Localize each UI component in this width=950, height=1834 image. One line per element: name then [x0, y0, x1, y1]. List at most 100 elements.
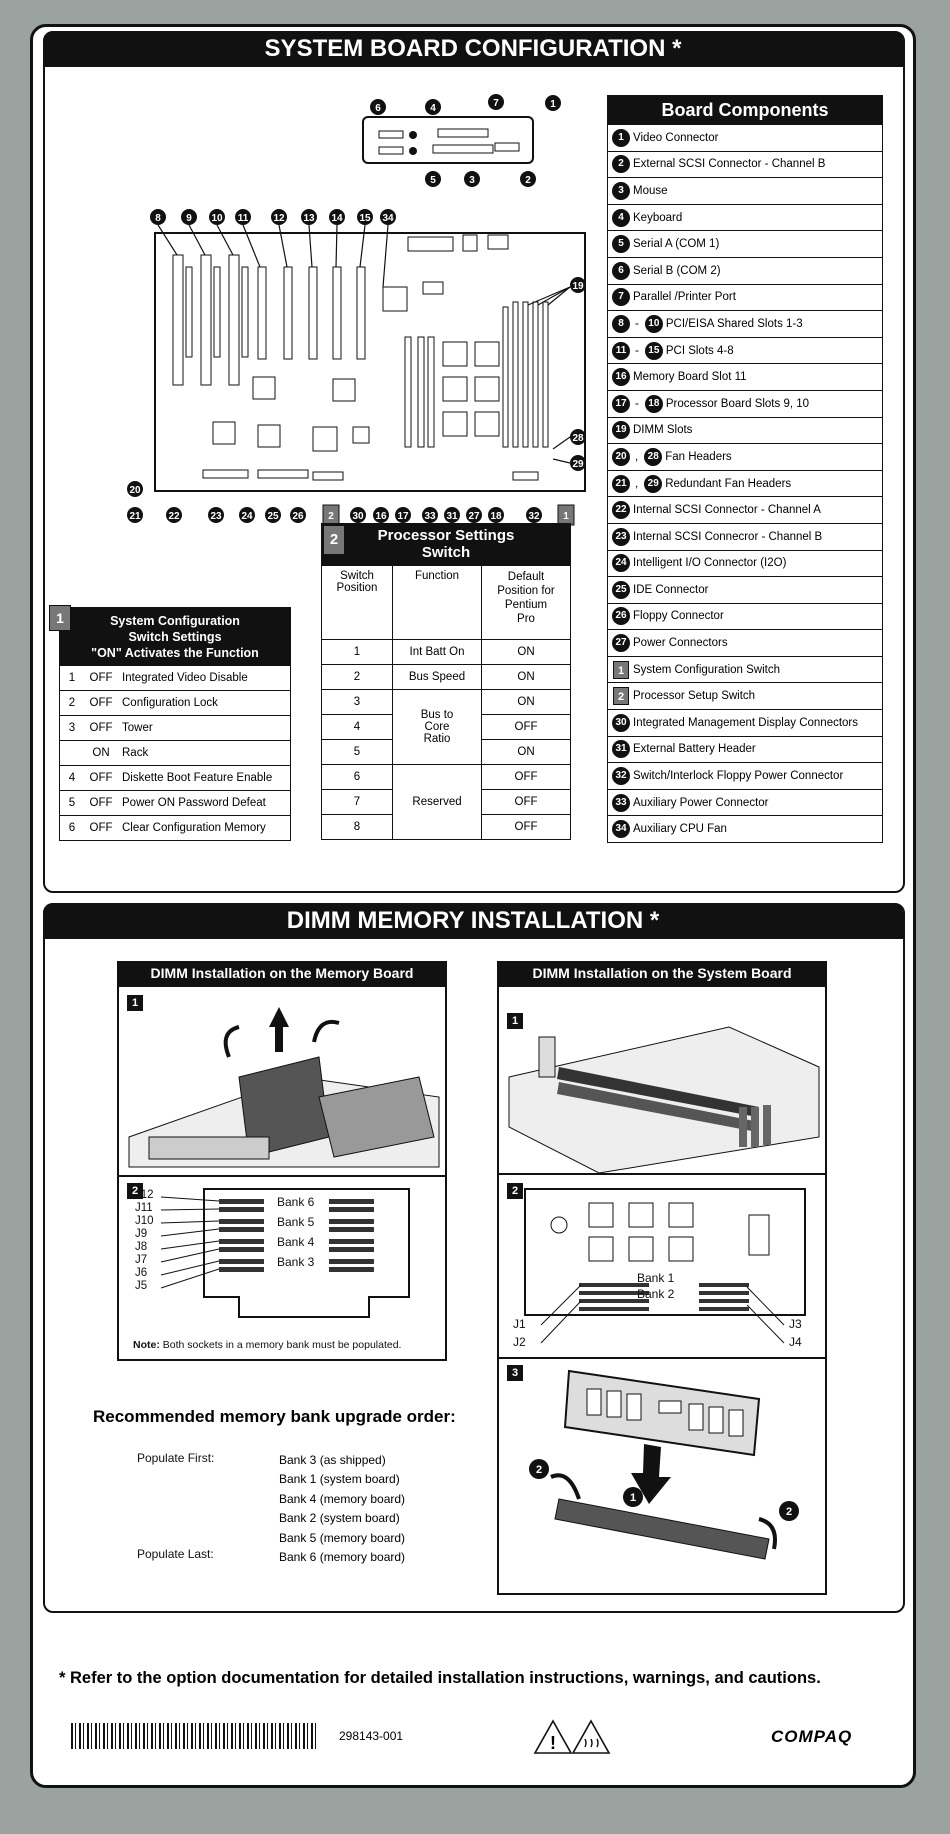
- barcode: [71, 1723, 319, 1749]
- component-sep: -: [635, 317, 639, 330]
- component-number: 32: [612, 767, 630, 786]
- step3-callout-a: 2: [536, 1464, 542, 1476]
- mem-j-label: J8: [135, 1241, 148, 1253]
- upgrade-bank: Bank 2 (system board): [279, 1511, 400, 1526]
- component-number: 29: [644, 474, 663, 493]
- system-board-diagram: 6 4 7 1 5 3 2 8 9 10 11 12 13 14 15 34 1…: [127, 94, 586, 526]
- svg-text:18: 18: [490, 511, 502, 522]
- proc-bus-ratio-line: Ratio: [423, 733, 451, 745]
- component-label: Power Connectors: [633, 637, 728, 650]
- component-label: Processor Board Slots 9, 10: [665, 397, 810, 410]
- mem-note: Note: Both sockets in a memory bank must…: [133, 1339, 401, 1351]
- svg-text:12: 12: [273, 213, 285, 224]
- component-label: PCI Slots 4-8: [665, 344, 734, 357]
- callout-31: 31: [444, 507, 460, 523]
- callout-sq2: 2: [322, 504, 340, 526]
- callout-27: 27: [466, 507, 482, 523]
- callout-26: 26: [290, 507, 306, 523]
- proc-col3-l1: Default: [507, 571, 545, 583]
- mem-j-label: J10: [135, 1215, 154, 1227]
- mem-bank-label: Bank 6: [277, 1195, 315, 1209]
- callout-23: 23: [208, 507, 224, 523]
- proc-pos: 6: [321, 764, 393, 790]
- component-number: 8: [612, 314, 630, 333]
- component-label: Serial A (COM 1): [633, 238, 720, 251]
- callout-8: 8: [150, 209, 166, 225]
- svg-text:8: 8: [155, 213, 161, 224]
- mem-bank-label: Bank 4: [277, 1235, 315, 1249]
- sys-board-panel: 1 2 Bank 1 Bank 2 J1 J2 J3 J4 3: [497, 985, 827, 1595]
- component-label: Auxiliary Power Connector: [633, 796, 769, 809]
- component-label: Internal SCSI Connector - Channel A: [633, 504, 821, 517]
- warning-icon: !: [533, 1719, 611, 1754]
- component-number: 7: [612, 288, 630, 307]
- system-board-title: SYSTEM BOARD CONFIGURATION *: [43, 31, 903, 67]
- svg-text:26: 26: [292, 511, 304, 522]
- compaq-logo: COMPAQ: [771, 1727, 853, 1746]
- mem-j-label: J11: [135, 1202, 153, 1214]
- proc-pos: 8: [321, 814, 393, 840]
- callout-24: 24: [239, 507, 255, 523]
- dimm-insertion-illustration: 2 1 2: [529, 1369, 799, 1560]
- sys-board-title: DIMM Installation on the System Board: [497, 961, 827, 985]
- proc-col3-l2: Position for: [497, 585, 555, 597]
- callout-30: 30: [350, 507, 366, 523]
- proc-col2: Function: [392, 565, 482, 640]
- memory-board-banks-diagram: [160, 1188, 410, 1318]
- switch2-badge: 2: [323, 525, 345, 555]
- svg-text:6: 6: [375, 103, 381, 114]
- component-label: Serial B (COM 2): [633, 264, 721, 277]
- component-number: 33: [612, 793, 630, 812]
- system-board-dimm-illustration: [508, 1026, 820, 1173]
- svg-text:1: 1: [550, 99, 556, 110]
- component-label: External SCSI Connector - Channel B: [633, 158, 826, 171]
- svg-text:27: 27: [468, 511, 480, 522]
- svg-text:21: 21: [129, 511, 141, 522]
- proc-default: ON: [481, 689, 571, 715]
- syscfg-num: 3: [59, 715, 84, 741]
- component-number: 21: [612, 474, 630, 493]
- component-number: 16: [612, 368, 630, 387]
- proc-func: Bus Speed: [392, 664, 482, 690]
- proc-default: ON: [481, 639, 571, 665]
- upgrade-bank: Bank 1 (system board): [279, 1472, 400, 1487]
- callout-29: 29: [570, 455, 586, 471]
- component-sep: -: [635, 344, 639, 357]
- syscfg-state: OFF: [84, 765, 118, 791]
- component-number: 17: [612, 394, 630, 413]
- proc-bus-ratio-line: Core: [424, 721, 450, 733]
- syscfg-state: ON: [84, 740, 118, 766]
- svg-text:1: 1: [563, 511, 569, 522]
- component-badge: 2: [613, 687, 629, 706]
- upgrade-bank: Bank 4 (memory board): [279, 1491, 406, 1506]
- component-number: 24: [612, 554, 630, 573]
- upgrade-bank: Bank 3 (as shipped): [279, 1453, 386, 1467]
- component-badge: 1: [613, 660, 629, 679]
- sys-j4: J4: [789, 1335, 802, 1349]
- svg-text:15: 15: [359, 213, 371, 224]
- component-number: 15: [644, 341, 663, 360]
- syscfg-num: [59, 740, 84, 766]
- sys-bank2: Bank 2: [637, 1287, 675, 1301]
- component-number: 22: [612, 501, 630, 520]
- component-label: Parallel /Printer Port: [633, 291, 736, 304]
- component-number: 6: [612, 261, 630, 280]
- component-label: Fan Headers: [665, 450, 732, 463]
- component-number: 4: [612, 208, 630, 227]
